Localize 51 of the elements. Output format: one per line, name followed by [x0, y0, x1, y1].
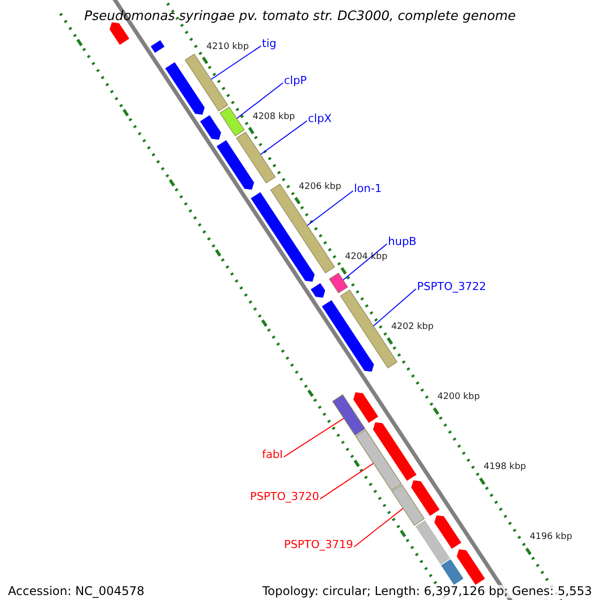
gene-bar [236, 132, 276, 184]
gene-bar [391, 484, 425, 526]
leader-line [372, 288, 416, 326]
gene-bar [220, 106, 245, 136]
gene-label: lon-1 [354, 183, 382, 196]
gene-bar [332, 394, 366, 436]
gene-feature [456, 548, 486, 586]
gene-bar [440, 558, 464, 586]
gene-feature [352, 392, 380, 424]
scale-label: 4210 kbp [206, 42, 249, 52]
gene-bar [150, 39, 166, 54]
gene-feature [199, 114, 222, 140]
leader-line [283, 418, 344, 458]
gene-label: hupB [388, 236, 416, 248]
leader-line [354, 508, 404, 548]
footer-text: Accession: NC_004578 [8, 585, 144, 598]
gene-bar [414, 519, 452, 566]
gene-label: PSPTO_3719 [284, 539, 354, 552]
leader-line [342, 243, 388, 280]
gene-feature [164, 61, 206, 116]
title: Pseudomonas syringae pv. tomato str. DC3000, complete genome [83, 10, 517, 24]
leader-line [236, 82, 284, 119]
gene-bar [184, 54, 228, 112]
gene-label: tig [262, 38, 276, 50]
leader-line [306, 190, 354, 226]
scale-label: 4200 kbp [437, 393, 480, 404]
gene-feature [250, 191, 316, 282]
gene-label: PSPTO_3722 [417, 281, 486, 294]
gene-label: clpX [308, 113, 332, 126]
leader-line [320, 462, 374, 500]
gene-label: fabI [262, 449, 283, 462]
gene-feature [321, 299, 375, 372]
gene-bar [355, 429, 402, 491]
gene-label: clpP [284, 75, 307, 88]
scale-label: 4208 kbp [252, 112, 295, 123]
gene-feature [434, 514, 462, 550]
gene-feature [310, 282, 326, 298]
gene-feature [108, 22, 130, 46]
leader-line [210, 45, 262, 80]
gene-label: PSPTO_3720 [250, 491, 320, 504]
scale-label: 4198 kbp [484, 463, 526, 474]
footer-text: Topology: circular; Length: 6,397,126 bp; Genes: 5,553 [262, 585, 592, 598]
gene-feature [216, 139, 255, 190]
scale-label: 4202 kbp [391, 323, 434, 333]
scale-label: 4196 kbp [530, 533, 572, 544]
scale-label: 4204 kbp [345, 252, 388, 263]
scale-label: 4206 kbp [298, 182, 342, 193]
gene-bar [328, 272, 348, 294]
gene-feature [372, 422, 418, 482]
leader-line [260, 120, 308, 155]
gene-feature [410, 480, 440, 517]
